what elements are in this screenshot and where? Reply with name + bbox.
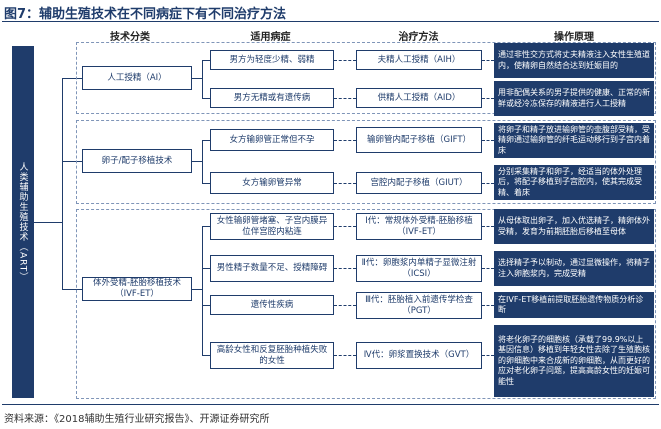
method-8: Ⅳ代：卵浆置换技术（GVT） <box>356 342 482 369</box>
header-tech: 技术分类 <box>110 32 150 43</box>
source-note: 资料来源：《2018辅助生殖行业研究报告》、开源证券研究所 <box>4 414 270 425</box>
principle-4: 分别采集精子和卵子，经适当的体外处理后，将配子移植到子宫腔内，使其完成受精、着床 <box>494 165 654 200</box>
header-method: 治疗方法 <box>398 32 439 43</box>
branch-gift-2 <box>202 183 210 184</box>
principle-1: 通过非性交方式将丈夫精液注入女性生殖道内，使精卵自然结合达到妊娠目的 <box>494 43 654 78</box>
group-frame-ai <box>76 42 656 114</box>
branch-ai-2 <box>202 98 210 99</box>
connector-5 <box>334 226 356 227</box>
connector-4 <box>334 183 356 184</box>
connector-1 <box>334 60 356 61</box>
branch-ivf-3 <box>202 305 210 306</box>
connector-p4 <box>482 183 494 184</box>
bottom-rule <box>2 404 659 405</box>
principle-7: 在IVF-ET移植前提取胚胎遗传物质分析诊断 <box>494 292 654 318</box>
connector-p3 <box>482 140 494 141</box>
disease-8: 高龄女性和反复胚胎种植失败的女性 <box>210 342 334 369</box>
branch-ivf-1 <box>202 226 210 227</box>
branch-ivf-spine <box>202 226 203 355</box>
principle-8: 将老化卵子的细胞核（承载了99.9%以上基因信息）移植到年轻女性去除了生殖胞核的… <box>494 325 654 397</box>
principle-5: 从母体取出卵子，加入优选精子，精卵体外受精，发育为前期胚胎后移植至母体 <box>494 209 654 244</box>
header-disease: 适用病症 <box>250 32 291 43</box>
connector-p2 <box>482 98 494 99</box>
figure-title: 图7：辅助生殖技术在不同病症下有不同治疗方法 <box>4 7 287 22</box>
group-frame-ivf <box>76 209 656 399</box>
disease-1: 男方为轻度少精、弱精 <box>210 50 334 70</box>
connector-p6 <box>482 268 494 269</box>
connector-2 <box>334 98 356 99</box>
connector-3 <box>334 140 356 141</box>
category-gift: 卵子/配子移植技术 <box>82 149 192 173</box>
connector-p5 <box>482 226 494 227</box>
disease-4: 女方输卵管异常 <box>210 172 334 194</box>
disease-2: 男方无精或有遗传病 <box>210 88 334 108</box>
method-1: 夫精人工授精（AIH） <box>356 50 482 70</box>
disease-6: 男性精子数量不足、授精障碍 <box>210 255 334 282</box>
title-rule <box>2 21 659 22</box>
root-node: 人类辅助生殖技术（ART） <box>12 46 34 398</box>
branch-ivf <box>192 289 202 290</box>
category-ivf: 体外受精-胚胎移植技术（IVF-ET） <box>82 277 192 301</box>
branch-ai-1 <box>202 60 210 61</box>
branch-gift-spine <box>202 140 203 183</box>
header-principle: 操作原理 <box>554 32 594 43</box>
method-5: Ⅰ代：常规体外受精-胚胎移植（IVF-ET） <box>356 213 482 240</box>
method-3: 输卵管内配子移植（GIFT） <box>356 127 482 153</box>
method-2: 供精人工授精（AID） <box>356 88 482 108</box>
category-connector-1 <box>62 78 82 79</box>
branch-ai-spine <box>202 60 203 98</box>
method-7: Ⅲ代：胚胎植入前遗传学检查（PGT） <box>356 292 482 319</box>
branch-ai <box>192 78 202 79</box>
connector-6 <box>334 268 356 269</box>
root-label: 人类辅助生殖技术（ART） <box>17 161 28 283</box>
category-ai: 人工授精（AI） <box>82 66 192 90</box>
disease-3: 女方输卵管正常但不孕 <box>210 129 334 151</box>
principle-6: 选择精子予以制动，通过显微操作，将精子注入卵胞浆内，完成受精 <box>494 251 654 286</box>
principle-2: 用非配偶关系的男子提供的健康、正常的新鲜或经冷冻保存的精液进行人工授精 <box>494 81 654 116</box>
branch-ivf-2 <box>202 268 210 269</box>
connector-8 <box>334 355 356 356</box>
connector-p7 <box>482 305 494 306</box>
branch-ivf-4 <box>202 355 210 356</box>
category-spine <box>62 78 63 289</box>
principle-3: 将卵子和精子放进输卵管的壶腹部受精，受精卵通过输卵管的纤毛运动移行到子宫内着床 <box>494 123 654 158</box>
connector-p1 <box>482 60 494 61</box>
method-6: Ⅱ代：卵胞浆内单精子显微注射（ICSI） <box>356 255 482 282</box>
connector-7 <box>334 305 356 306</box>
branch-gift <box>192 161 202 162</box>
connector-p8 <box>482 355 494 356</box>
disease-7: 遗传性疾病 <box>210 295 334 315</box>
category-connector-3 <box>62 289 82 290</box>
category-connector-2 <box>62 161 82 162</box>
branch-gift-1 <box>202 140 210 141</box>
method-4: 宫腔内配子移植（GIUT） <box>356 172 482 194</box>
disease-5: 女性输卵管堵塞、子宫内膜异位伴宫腔内粘连 <box>210 213 334 240</box>
root-connector <box>34 222 62 223</box>
group-frame-gift <box>76 120 656 204</box>
